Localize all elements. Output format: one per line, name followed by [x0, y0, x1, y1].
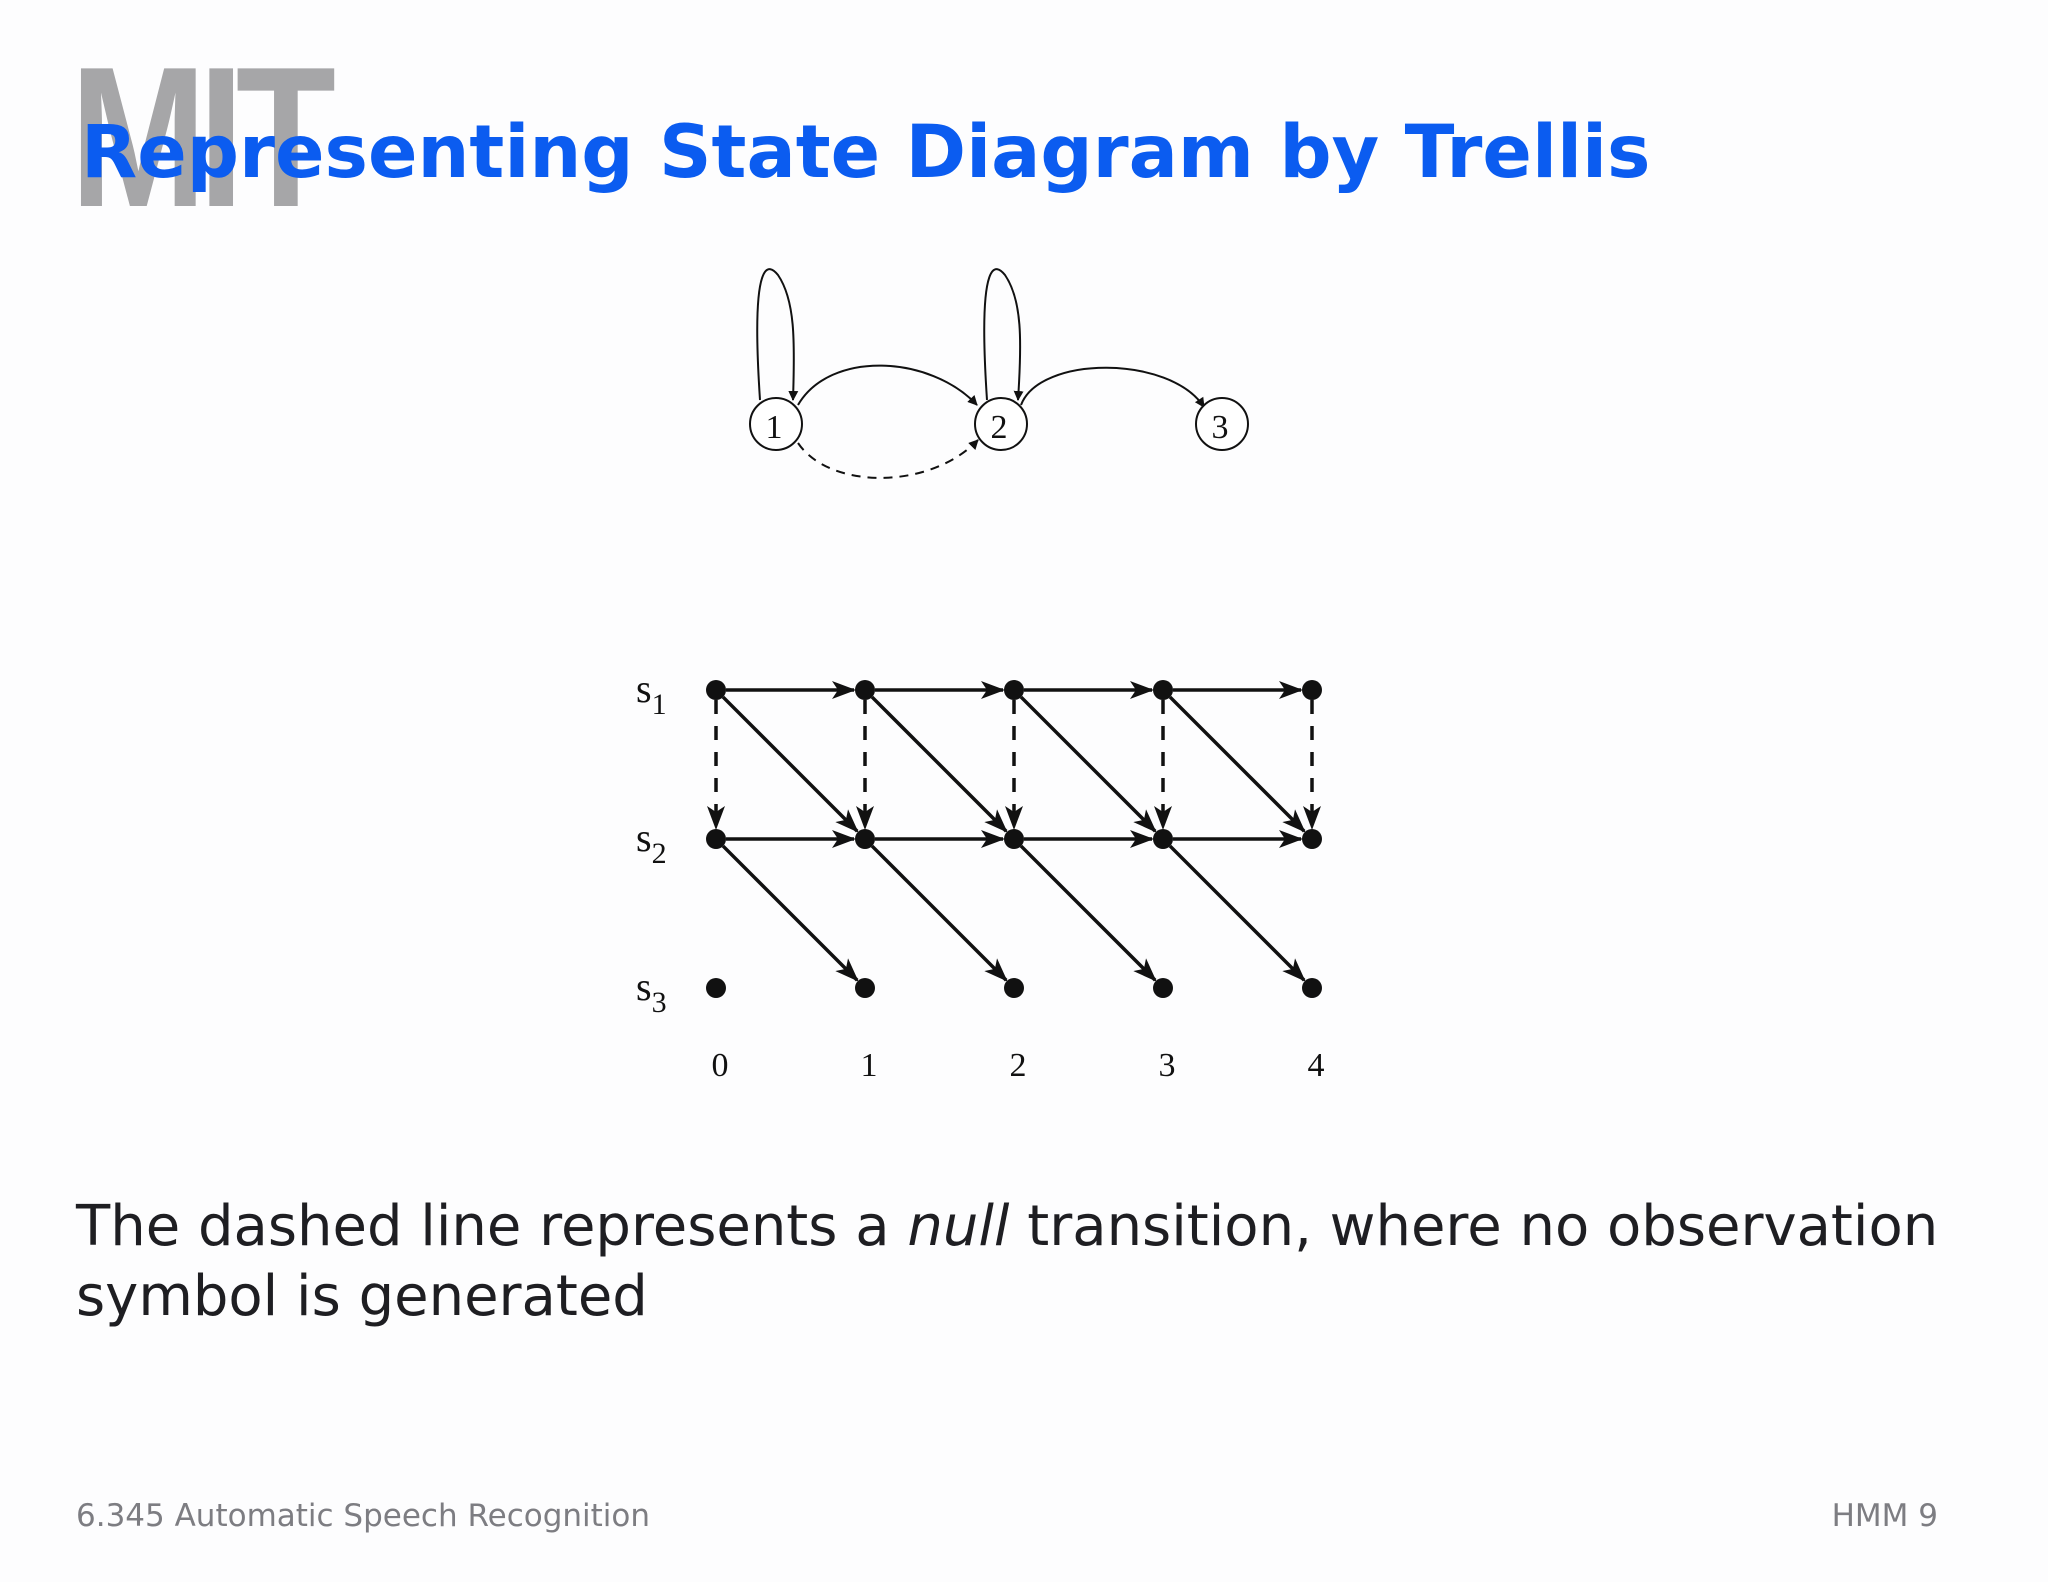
caption-after: transition, where no observation symbol … [76, 1194, 1939, 1329]
state-label-3: 3 [1212, 409, 1229, 446]
row-label-s2: s2 [636, 815, 667, 870]
edge-s1-s2-t1 [870, 695, 1008, 833]
trellis-node-s3-t1 [855, 978, 875, 998]
self-loop-1 [756, 268, 799, 401]
state-diagram: 1 2 3 [749, 268, 1249, 479]
trellis-node-s1-t0 [706, 680, 726, 700]
state-label-2: 2 [991, 409, 1008, 446]
edge-s2-s3-t2 [1019, 844, 1157, 982]
edge-s2-s3-t3 [1168, 844, 1306, 982]
time-label-0: 0 [712, 1047, 729, 1084]
trellis-node-s3-t2 [1004, 978, 1024, 998]
trellis-node-s3-t4 [1302, 978, 1322, 998]
trellis-node-s2-t0 [706, 829, 726, 849]
footer-page: HMM 9 [1831, 1498, 1938, 1534]
time-label-2: 2 [1010, 1047, 1027, 1084]
trellis-node-s3-t0 [706, 978, 726, 998]
edge-s1-s2-t2 [1019, 695, 1157, 833]
mit-logo-watermark: MIT [70, 26, 336, 249]
edge-s1-s2-t3 [1168, 695, 1306, 833]
row-label-s3: s3 [636, 964, 667, 1019]
trellis-node-s1-t2 [1004, 680, 1024, 700]
state-node-1 [749, 397, 803, 451]
time-label-4: 4 [1308, 1047, 1325, 1084]
state-node-3 [1195, 397, 1249, 451]
page-title: Representing State Diagram by Trellis [81, 110, 1651, 195]
arc-2-to-3 [1020, 366, 1205, 408]
self-loop-2 [983, 268, 1024, 401]
edge-s1-s2-t0 [721, 695, 859, 833]
trellis: s1 s2 s3 0 1 2 3 4 [636, 666, 1325, 1084]
time-label-1: 1 [861, 1047, 878, 1084]
arc-1-to-2 [797, 364, 978, 406]
edge-s2-s3-t1 [870, 844, 1008, 982]
state-node-2 [974, 397, 1028, 451]
null-arc-1-to-2 [797, 439, 979, 479]
trellis-node-s3-t3 [1153, 978, 1173, 998]
footer-course: 6.345 Automatic Speech Recognition [76, 1498, 651, 1534]
trellis-node-s1-t1 [855, 680, 875, 700]
trellis-node-s1-t4 [1302, 680, 1322, 700]
caption-before: The dashed line represents a [76, 1194, 908, 1259]
trellis-node-s1-t3 [1153, 680, 1173, 700]
edge-s2-s3-t0 [721, 844, 859, 982]
trellis-node-s2-t2 [1004, 829, 1024, 849]
trellis-node-s2-t3 [1153, 829, 1173, 849]
caption-emphasis: null [907, 1194, 1010, 1259]
time-label-3: 3 [1159, 1047, 1176, 1084]
row-label-s1: s1 [636, 666, 667, 721]
trellis-node-s2-t4 [1302, 829, 1322, 849]
caption-text: The dashed line represents a null transi… [76, 1192, 1956, 1332]
trellis-node-s2-t1 [855, 829, 875, 849]
state-label-1: 1 [766, 409, 783, 446]
